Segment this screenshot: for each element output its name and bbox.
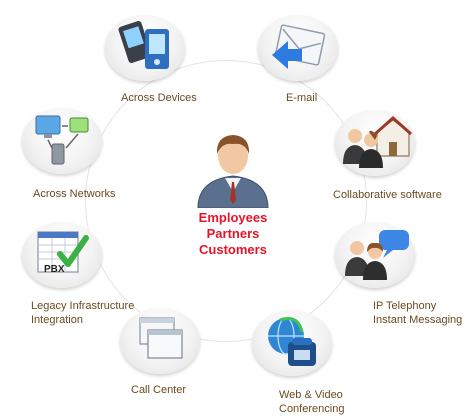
center-line-customers: Customers [199, 242, 267, 257]
svg-text:PBX: PBX [44, 264, 65, 275]
envelope-icon [272, 24, 326, 69]
node-web-video-conferencing[interactable] [252, 310, 332, 376]
globe-phone-icon [268, 317, 316, 366]
node-call-center[interactable] [120, 308, 200, 374]
chat-people-icon [345, 230, 409, 280]
node-email-label: E-mail [286, 92, 318, 104]
center-audience: Employees Partners Customers [178, 210, 288, 258]
node-collaborative-software[interactable] [335, 110, 415, 176]
connection-ring [85, 60, 367, 342]
node-legacy-infrastructure-label: Legacy Infrastructure Integration [31, 299, 134, 327]
center-line-employees: Employees [198, 210, 268, 225]
legacy-line1: Legacy Infrastructure [31, 300, 135, 312]
node-legacy-infrastructure[interactable]: PBX [22, 222, 102, 288]
node-web-video-label: Web & Video Conferencing [279, 388, 344, 416]
web-video-line1: Web & Video [279, 389, 343, 401]
legacy-line2: Integration [31, 314, 83, 326]
mobile-devices-icon [118, 21, 169, 69]
windows-icon [139, 317, 183, 359]
node-collaborative-software-label: Collaborative software [333, 189, 442, 201]
node-ip-telephony[interactable] [335, 222, 415, 288]
node-across-networks[interactable] [22, 108, 102, 174]
node-across-devices[interactable] [105, 15, 185, 81]
person-icon [197, 135, 269, 208]
node-email[interactable] [258, 15, 338, 81]
web-video-line2: Conferencing [279, 403, 345, 415]
center-line-partners: Partners [206, 226, 260, 241]
node-call-center-label: Call Center [131, 384, 187, 396]
node-across-devices-label: Across Devices [121, 92, 197, 104]
network-computers-icon [35, 115, 89, 165]
ip-telephony-line2: Instant Messaging [373, 314, 463, 326]
node-across-networks-label: Across Networks [33, 188, 116, 200]
people-house-icon [343, 115, 412, 168]
ip-telephony-line1: IP Telephony [373, 300, 437, 312]
node-ip-telephony-label: IP Telephony Instant Messaging [373, 299, 462, 327]
pbx-spreadsheet-icon: PBX [37, 231, 89, 275]
